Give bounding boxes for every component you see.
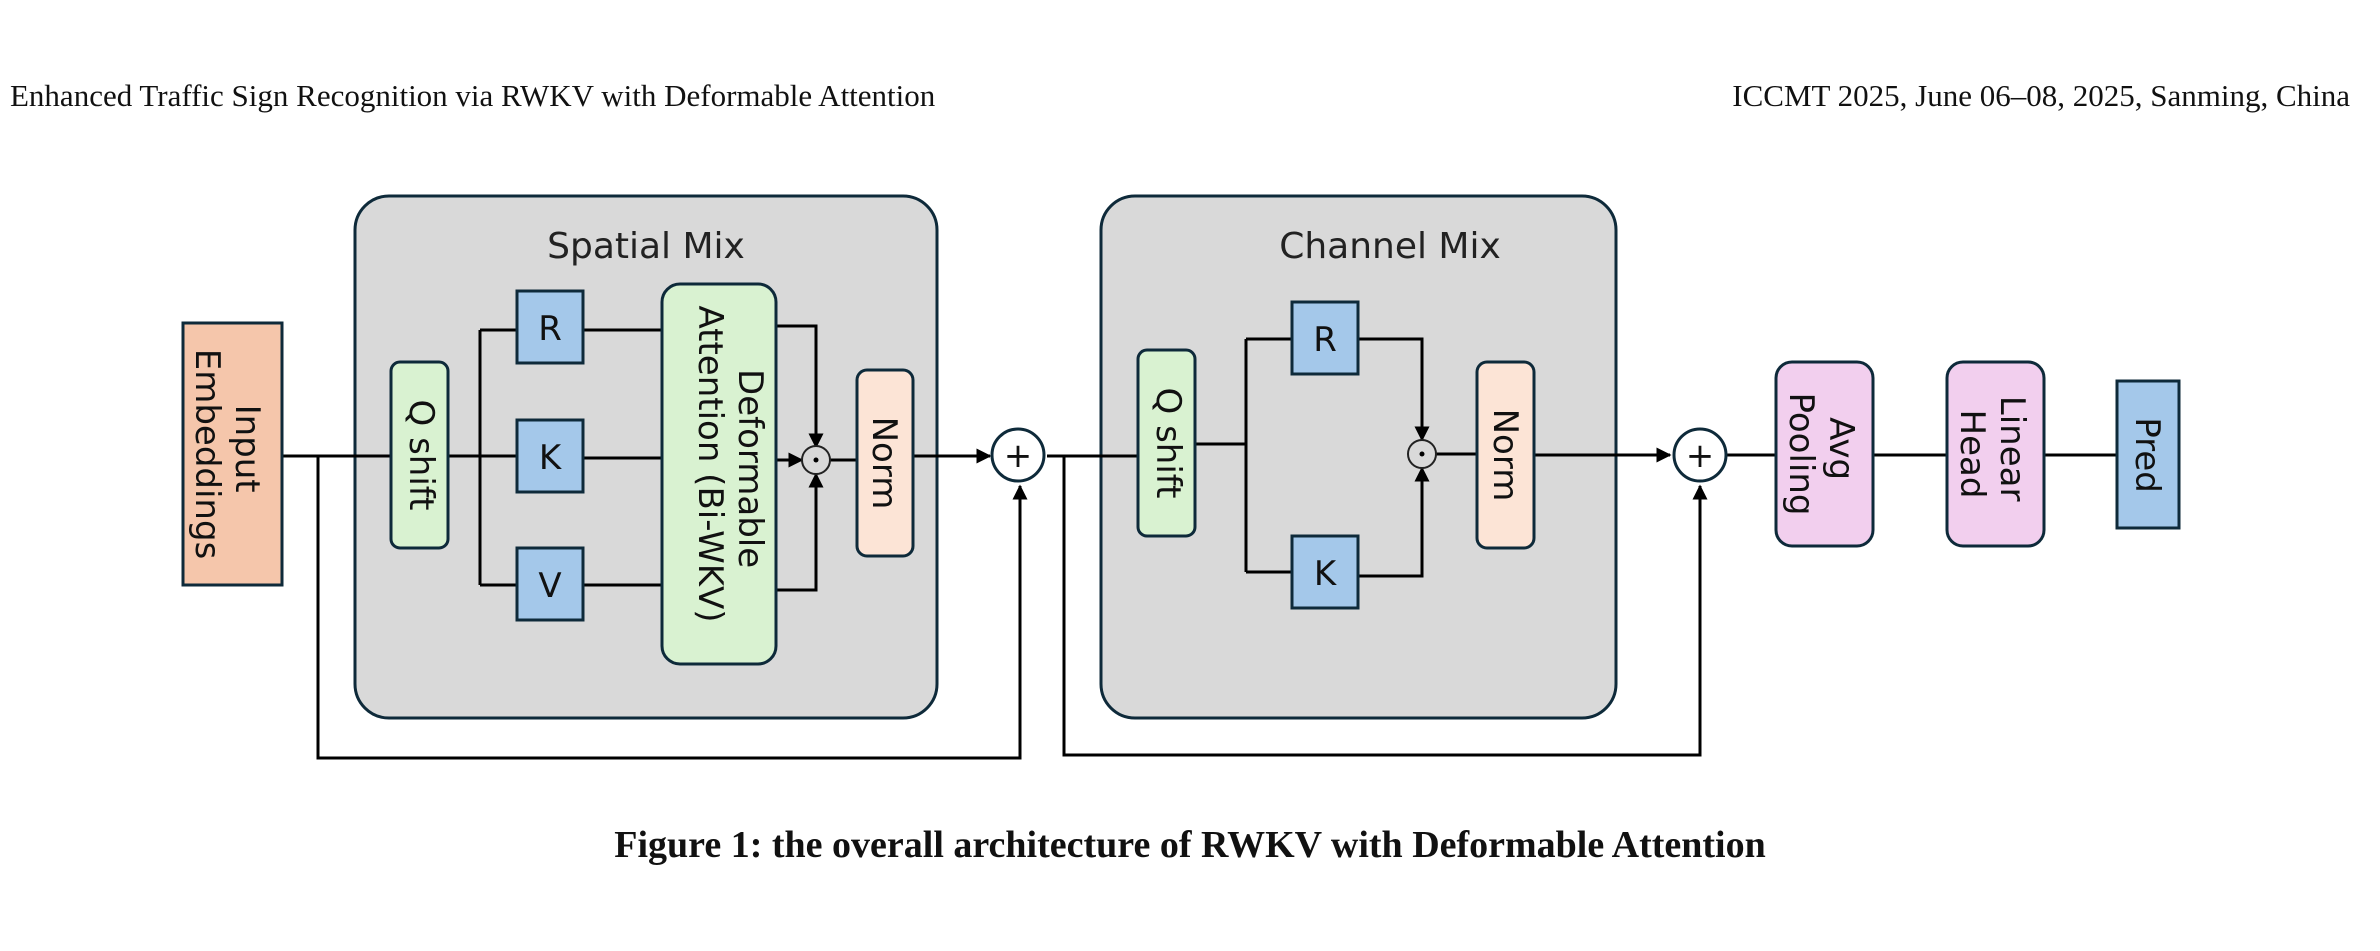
spatial-norm-label: Norm xyxy=(864,417,904,510)
svg-text:Input Embeddings: Input Embeddings xyxy=(187,349,267,560)
linear-head-line1: Linear xyxy=(1992,396,2032,502)
avg-pooling-block: Avg Pooling xyxy=(1774,360,1875,548)
spatial-q-shift-block: Q shift xyxy=(389,360,450,550)
spatial-mix-title: Spatial Mix xyxy=(547,226,745,267)
pred-label: Pred xyxy=(2127,417,2167,493)
svg-text:Deformable Attention (Bi: Deformable Attention (Bi-WKV) xyxy=(690,305,770,622)
connectors xyxy=(283,324,2117,760)
spatial-v-block: V xyxy=(515,546,585,622)
avg-pooling-line1: Avg xyxy=(1821,417,1861,480)
deformable-attention-line2: Attention (Bi-WKV) xyxy=(690,305,730,622)
spatial-k-label: K xyxy=(539,438,563,478)
channel-hadamard-gate-icon xyxy=(1407,439,1437,469)
add-symbol-1: + xyxy=(1004,436,1033,476)
input-embeddings-block: Input Embeddings xyxy=(181,321,284,587)
deformable-attention-line1: Deformable xyxy=(730,369,770,568)
spatial-r-block: R xyxy=(515,289,585,365)
input-embeddings-line2: Embeddings xyxy=(187,349,227,560)
input-embeddings-line1: Input xyxy=(227,405,267,493)
svg-text:Avg Pooling: Avg Pooling xyxy=(1781,393,1861,516)
spatial-v-label: V xyxy=(538,566,561,606)
channel-norm-block: Norm xyxy=(1475,360,1536,550)
spatial-hadamard-gate-icon xyxy=(801,445,831,475)
spatial-norm-block: Norm xyxy=(855,368,915,558)
running-head-conference: ICCMT 2025, June 06–08, 2025, Sanming, C… xyxy=(1732,78,2350,113)
channel-q-shift-block: Q shift xyxy=(1136,348,1197,538)
channel-mix-title: Channel Mix xyxy=(1279,226,1501,267)
channel-norm-label: Norm xyxy=(1485,409,1525,502)
avg-pooling-line2: Pooling xyxy=(1781,393,1821,516)
deformable-attention-block: Deformable Attention (Bi-WKV) xyxy=(660,282,778,666)
spatial-r-label: R xyxy=(538,309,562,349)
pred-block: Pred xyxy=(2115,379,2181,530)
figure-caption: Figure 1: the overall architecture of RW… xyxy=(614,824,1766,866)
channel-q-shift-label: Q shift xyxy=(1148,388,1188,499)
linear-head-block: Linear Head xyxy=(1945,360,2046,548)
channel-r-label: R xyxy=(1313,320,1337,360)
channel-r-block: R xyxy=(1290,300,1360,376)
linear-head-line2: Head xyxy=(1952,410,1992,499)
channel-k-label: K xyxy=(1314,554,1338,594)
residual-add-icon-2: + xyxy=(1672,427,1728,483)
spatial-k-block: K xyxy=(515,418,585,494)
spatial-q-shift-label: Q shift xyxy=(401,400,441,511)
channel-k-block: K xyxy=(1290,534,1360,610)
running-head-title: Enhanced Traffic Sign Recognition via RW… xyxy=(10,78,936,113)
add-symbol-2: + xyxy=(1686,436,1715,476)
residual-add-icon-1: + xyxy=(990,427,1046,483)
svg-text:Linear Head: Linear Head xyxy=(1952,396,2032,512)
